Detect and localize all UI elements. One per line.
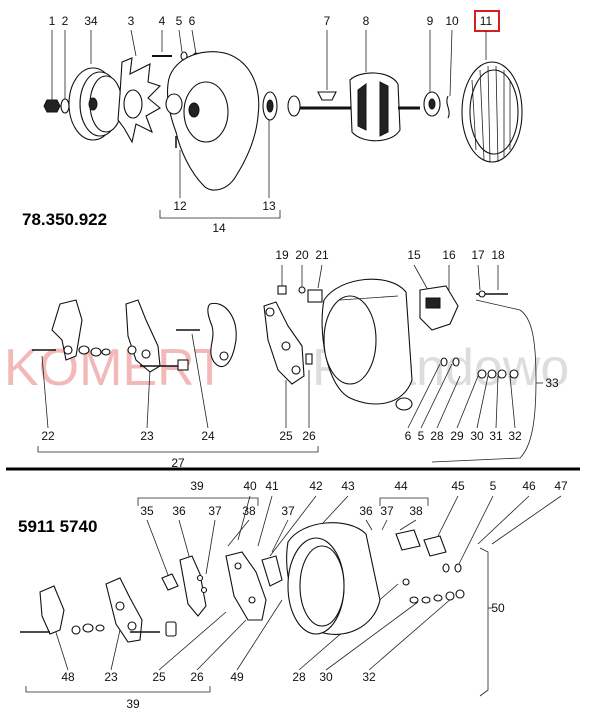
label-44: 44 [394, 479, 408, 493]
label-50: 50 [491, 601, 505, 615]
label-4: 4 [159, 14, 166, 28]
label-43: 43 [341, 479, 355, 493]
label-25b: 25 [152, 670, 166, 684]
label-2: 2 [62, 14, 69, 28]
label-42: 42 [309, 479, 323, 493]
label-25: 25 [279, 429, 293, 443]
label-37b: 37 [281, 504, 295, 518]
label-37c: 37 [380, 504, 394, 518]
section-1-code: 78.350.922 [22, 210, 107, 229]
label-5c: 5 [490, 479, 497, 493]
highlight-box [474, 10, 500, 32]
label-5: 5 [176, 14, 183, 28]
label-13: 13 [262, 199, 276, 213]
plate-part-22 [51, 299, 83, 361]
label-15: 15 [407, 248, 421, 262]
section-3-labels: 39 40 41 42 43 44 45 5 46 47 35 36 37 38… [61, 479, 568, 711]
watermark-left: KOMERT [4, 339, 226, 397]
label-29: 29 [450, 429, 464, 443]
label-41: 41 [265, 479, 279, 493]
section-1-labels: 1 2 34 3 4 5 6 7 8 9 10 11 12 13 14 [49, 14, 493, 235]
label-5b: 5 [418, 429, 425, 443]
label-28b: 28 [292, 670, 306, 684]
nut-part-1 [43, 99, 61, 113]
label-11: 11 [480, 14, 493, 28]
label-22: 22 [41, 429, 55, 443]
label-39-top: 39 [190, 479, 204, 493]
label-17: 17 [471, 248, 485, 262]
label-30: 30 [470, 429, 484, 443]
part-35 [161, 573, 179, 591]
label-49: 49 [230, 670, 244, 684]
washer-part-2 [60, 98, 70, 114]
label-33: 33 [545, 376, 559, 390]
section-3-code: 5911 5740 [18, 517, 97, 536]
label-34: 34 [84, 14, 98, 28]
ring-part-10 [446, 95, 450, 119]
label-46: 46 [522, 479, 536, 493]
label-27: 27 [171, 456, 185, 470]
section-2-labels: 19 20 21 15 16 17 18 22 23 24 25 26 6 5 … [41, 248, 559, 470]
label-9: 9 [427, 14, 434, 28]
label-24: 24 [201, 429, 215, 443]
label-7: 7 [324, 14, 331, 28]
label-23b: 23 [104, 670, 118, 684]
label-31: 31 [489, 429, 503, 443]
terminal-part-44 [395, 529, 421, 551]
section-1-parts [43, 51, 523, 191]
label-26: 26 [302, 429, 316, 443]
label-28: 28 [430, 429, 444, 443]
label-32: 32 [508, 429, 522, 443]
label-12: 12 [173, 199, 187, 213]
label-8: 8 [363, 14, 370, 28]
label-35: 35 [140, 504, 154, 518]
label-32b: 32 [362, 670, 376, 684]
label-30b: 30 [319, 670, 333, 684]
label-39-bottom: 39 [126, 697, 140, 711]
section-3-leaders [25, 495, 562, 697]
label-48: 48 [61, 670, 75, 684]
plate-part-48 [39, 585, 65, 635]
label-14: 14 [212, 221, 226, 235]
terminal-part-45 [423, 535, 447, 557]
plate-part-24 [207, 302, 237, 367]
plate-part-49 [225, 551, 267, 621]
label-20: 20 [295, 248, 309, 262]
label-38b: 38 [409, 504, 423, 518]
label-36: 36 [172, 504, 186, 518]
label-38: 38 [242, 504, 256, 518]
label-19: 19 [275, 248, 289, 262]
plate-part-36 [179, 555, 207, 617]
label-37: 37 [208, 504, 222, 518]
label-16: 16 [442, 248, 456, 262]
key-part-7 [317, 91, 337, 101]
part-42 [261, 555, 283, 587]
label-21: 21 [315, 248, 329, 262]
section-2-parts [32, 278, 519, 411]
label-23: 23 [140, 429, 154, 443]
section-3-parts [20, 522, 465, 643]
label-1: 1 [49, 14, 56, 28]
label-40: 40 [243, 479, 257, 493]
label-6: 6 [189, 14, 196, 28]
section-2-leaders [37, 264, 543, 463]
label-26b: 26 [190, 670, 204, 684]
label-3: 3 [128, 14, 135, 28]
label-6b: 6 [405, 429, 412, 443]
label-45: 45 [451, 479, 465, 493]
section-1-leaders [51, 29, 487, 219]
label-18: 18 [491, 248, 505, 262]
label-10: 10 [445, 14, 459, 28]
label-36b: 36 [359, 504, 373, 518]
label-47: 47 [554, 479, 568, 493]
